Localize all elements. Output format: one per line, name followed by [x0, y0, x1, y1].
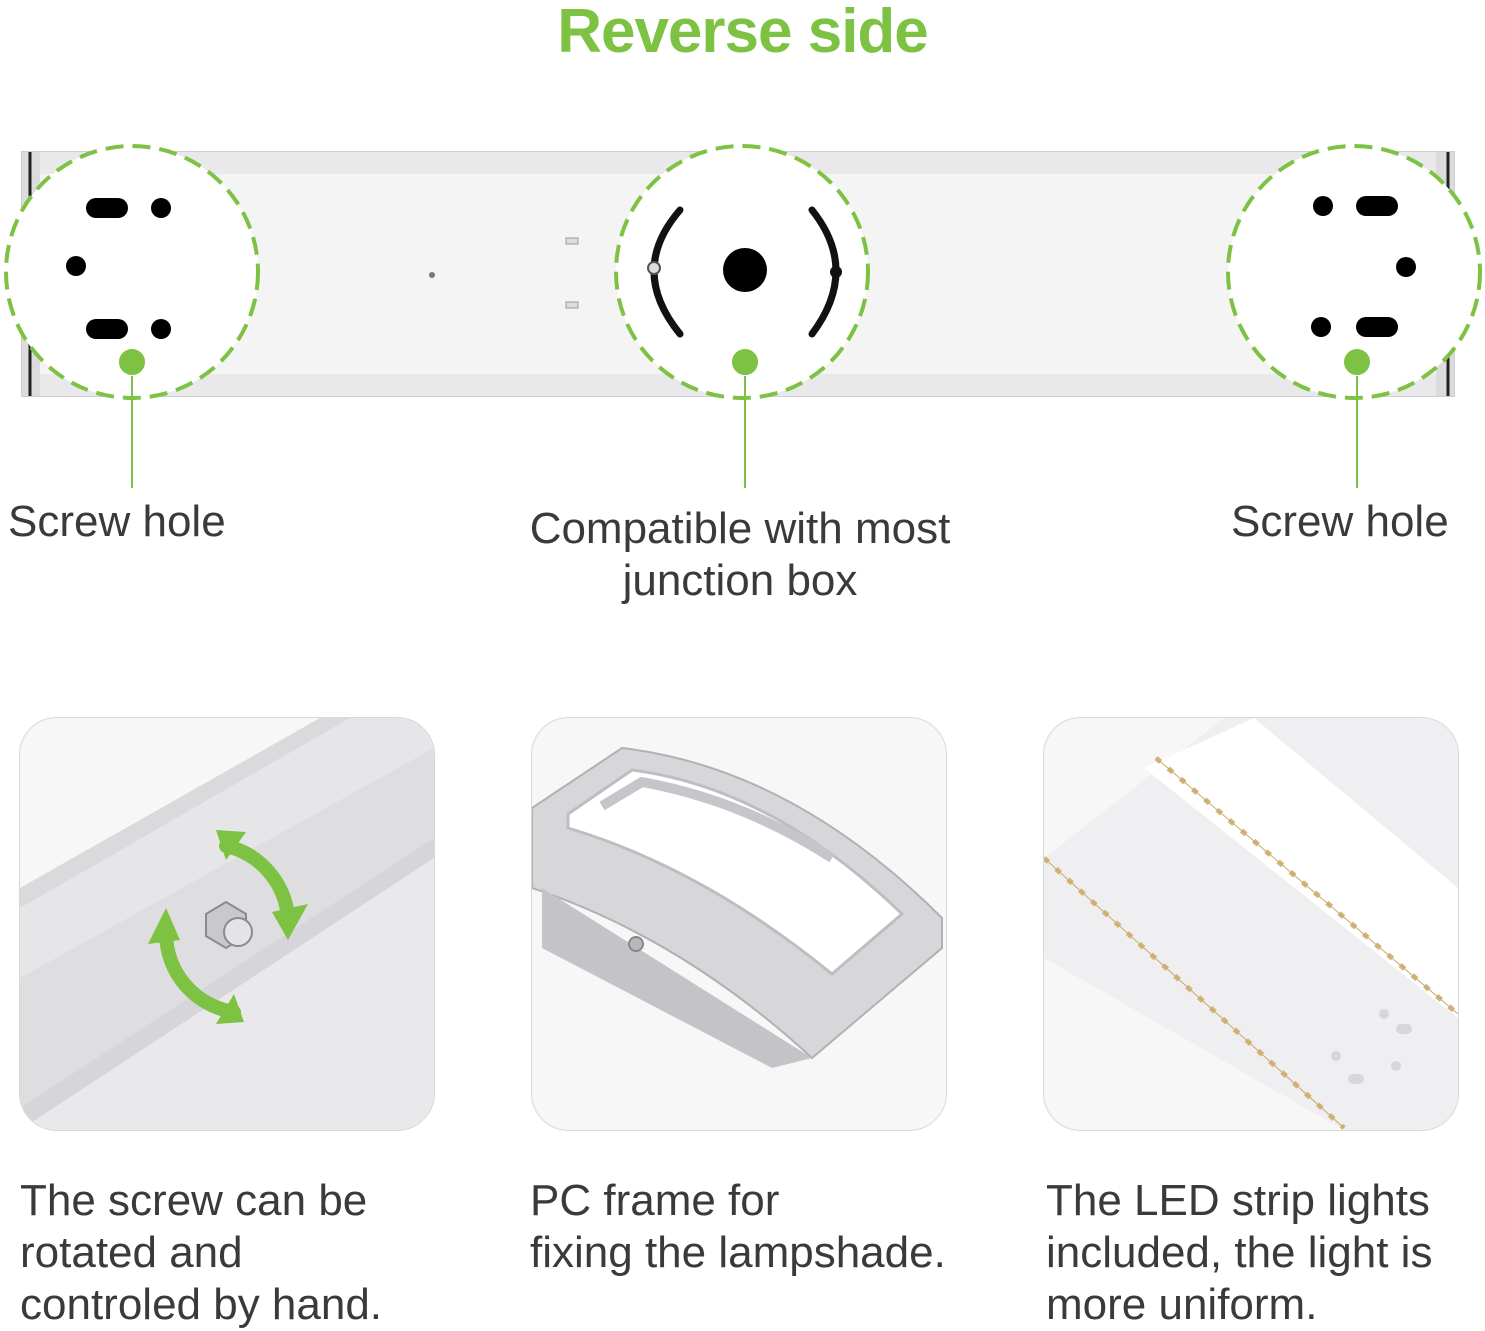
lamp-mark — [429, 272, 435, 278]
feature-caption-frame: PC frame for fixing the lampshade. — [530, 1175, 946, 1279]
lamp-slot — [565, 237, 579, 245]
caption-line: rotated and — [20, 1228, 243, 1277]
callout-circle-right — [1226, 144, 1482, 400]
lamp-diagram — [4, 144, 1482, 430]
screw-hole-slot — [86, 319, 128, 339]
callout-label-center: Compatible with most junction box — [480, 503, 1000, 607]
caption-line: The screw can be — [20, 1176, 368, 1225]
callout-pointers — [115, 345, 1374, 379]
screw-hole — [1396, 257, 1416, 277]
caption-line: included, the light is — [1046, 1228, 1433, 1277]
screw-hole-slot — [86, 198, 128, 218]
screw-hole — [151, 198, 171, 218]
screw-hole-slot — [1356, 196, 1398, 216]
callout-label-center-line: junction box — [622, 556, 858, 605]
callout-label-center-line: Compatible with most — [529, 504, 951, 553]
led-illustration — [1044, 718, 1458, 1130]
screw-hole — [151, 319, 171, 339]
screw-hole — [1311, 317, 1331, 337]
rotate-arrows-icon — [159, 839, 295, 1019]
caption-line: The LED strip lights — [1046, 1176, 1430, 1225]
callout-label-right: Screw hole — [1231, 497, 1449, 546]
caption-line: controled by hand. — [20, 1280, 383, 1329]
junction-center-hole — [723, 248, 767, 292]
feature-card-frame — [531, 717, 947, 1131]
leader-lines — [131, 430, 1358, 488]
lamp-reverse-view — [0, 130, 1485, 430]
lamp-slot — [565, 301, 579, 309]
caption-line: PC frame for — [530, 1176, 780, 1225]
screw-hole — [66, 256, 86, 276]
frame-illustration — [532, 718, 946, 1130]
caption-line: more uniform. — [1046, 1280, 1318, 1329]
feature-caption-led: The LED strip lights included, the light… — [1046, 1175, 1432, 1331]
callout-circle-left — [4, 144, 260, 400]
feature-card-led — [1043, 717, 1459, 1131]
feature-caption-screw: The screw can be rotated and controled b… — [20, 1175, 382, 1331]
caption-line: fixing the lampshade. — [530, 1228, 946, 1277]
feature-card-screw — [19, 717, 435, 1131]
screw-hole — [1313, 196, 1333, 216]
screw-illustration — [20, 718, 434, 1130]
callout-circle-center — [614, 144, 870, 400]
screw-hole-slot — [1356, 317, 1398, 337]
page-title: Reverse side — [557, 0, 929, 66]
callout-label-left: Screw hole — [8, 497, 226, 546]
